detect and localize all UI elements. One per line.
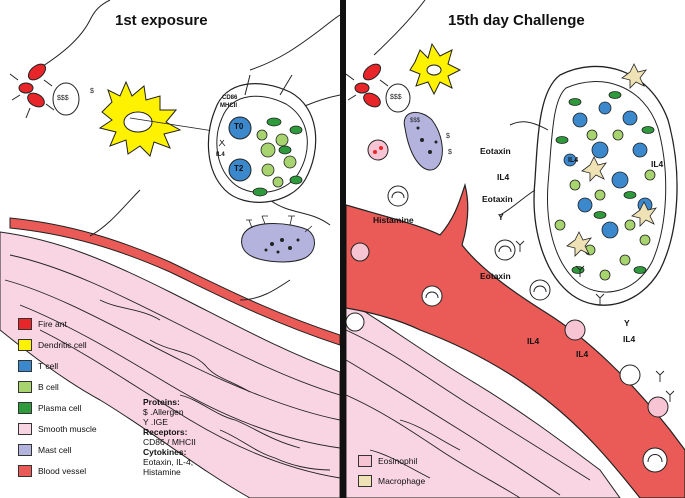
- panel-divider: [340, 0, 346, 498]
- smooth-muscle-right: [346, 299, 621, 498]
- legend-swatch: [18, 444, 32, 456]
- eotaxin-label-2: Eotaxin: [482, 194, 513, 204]
- th0-label: T0: [234, 122, 244, 131]
- svg-text:$$$: $$$: [57, 95, 69, 102]
- legend-label: Dendritic cell: [38, 340, 87, 350]
- ige-antibodies: [515, 240, 675, 402]
- cytokines-heading: Cytokines:: [143, 447, 187, 457]
- mast-cell-right: $$$ $ $: [403, 112, 452, 171]
- legend-swatch: [18, 423, 32, 435]
- legend-swatch: [18, 465, 32, 477]
- legend-swatch: [358, 475, 372, 487]
- il4-label-r5: IL4: [651, 159, 664, 169]
- legend-swatch: [18, 381, 32, 393]
- legend-item: B cell: [18, 381, 59, 393]
- protein-allergen: $ .Allergen: [143, 407, 184, 417]
- il4-label-r3: IL4: [576, 349, 589, 359]
- protein-ige: Y .IGE: [143, 417, 168, 427]
- svg-text:$$$: $$$: [410, 118, 421, 124]
- blood-vessel: [9, 217, 340, 346]
- svg-text:$: $: [446, 133, 450, 140]
- svg-text:$: $: [448, 149, 452, 156]
- right-panel-title: 15th day Challenge: [448, 12, 585, 29]
- lymph-node-1: [207, 74, 317, 203]
- il4-label-left: IL4: [216, 152, 225, 158]
- fire-ant-right: [346, 63, 389, 108]
- receptors-heading: Receptors:: [143, 427, 188, 437]
- muscle-fibers: [4, 254, 340, 479]
- ige-label-r2: Y: [624, 318, 630, 328]
- fire-ant: [9, 63, 55, 119]
- legend-swatch: [18, 339, 32, 351]
- left-panel-art: $$$ $: [0, 0, 340, 498]
- legend-item: Fire ant: [18, 318, 67, 330]
- blood-vessel-right: [346, 182, 685, 498]
- left-panel-title: 1st exposure: [115, 12, 208, 29]
- svg-text:$$$: $$$: [390, 94, 402, 101]
- legend-label: Blood vessel: [38, 466, 87, 476]
- legend-label: Smooth muscle: [38, 424, 97, 434]
- legend-label: Mast cell: [38, 445, 72, 455]
- eotaxin-label-3: Eotaxin: [480, 271, 511, 281]
- mhcii-label: MHCII: [220, 103, 237, 109]
- legend-item: Dendritic cell: [18, 339, 87, 351]
- th2-label: T2: [234, 164, 244, 173]
- il4-label-r4: IL4: [623, 334, 636, 344]
- legend-item: Plasma cell: [18, 402, 81, 414]
- legend-label: Macrophage: [378, 476, 426, 486]
- svg-text:$: $: [90, 88, 94, 95]
- legend-label: Eosinophil: [378, 456, 418, 466]
- histamine-label: Histamine: [373, 215, 414, 225]
- allergen-drop: [52, 82, 80, 116]
- il4-label-r2: IL4: [527, 336, 540, 346]
- legend-swatch: [18, 360, 32, 372]
- cytokines-line-1: Eotaxin, IL-4,: [143, 457, 194, 467]
- cd86-label: CD86: [222, 95, 238, 101]
- legend-label: B cell: [38, 382, 59, 392]
- legend-label: T cell: [38, 361, 59, 371]
- legend-item: T cell: [18, 360, 58, 372]
- lymph-node-2: [499, 63, 678, 306]
- legend-item: Blood vessel: [18, 465, 86, 477]
- legend-swatch: [358, 455, 372, 467]
- legend-item: Smooth muscle: [18, 423, 97, 435]
- legend-label: Fire ant: [38, 319, 67, 329]
- proteins-heading: Proteins:: [143, 397, 180, 407]
- right-panel-art: $$$ $$$ $ $: [346, 0, 685, 498]
- legend-item: Mast cell: [18, 444, 72, 456]
- info-block: Proteins: $ .Allergen Y .IGE Receptors: …: [143, 397, 196, 477]
- cytokines-line-2: Histamine: [143, 467, 181, 477]
- il4-label-r6: IL4: [568, 157, 579, 164]
- il4-label-r1: IL4: [497, 172, 510, 182]
- legend-item: Eosinophil: [358, 455, 417, 467]
- legend-swatch: [18, 318, 32, 330]
- smooth-muscle: [0, 231, 340, 498]
- receptors-value: CD86 / MHCII: [143, 437, 196, 447]
- legend-swatch: [18, 402, 32, 414]
- mast-cell: [241, 215, 315, 263]
- eotaxin-label-1: Eotaxin: [480, 146, 511, 156]
- legend-label: Plasma cell: [38, 403, 82, 413]
- ige-label-r1: Y: [498, 212, 504, 222]
- legend-item: Macrophage: [358, 475, 425, 487]
- vessel-cells: [346, 185, 669, 473]
